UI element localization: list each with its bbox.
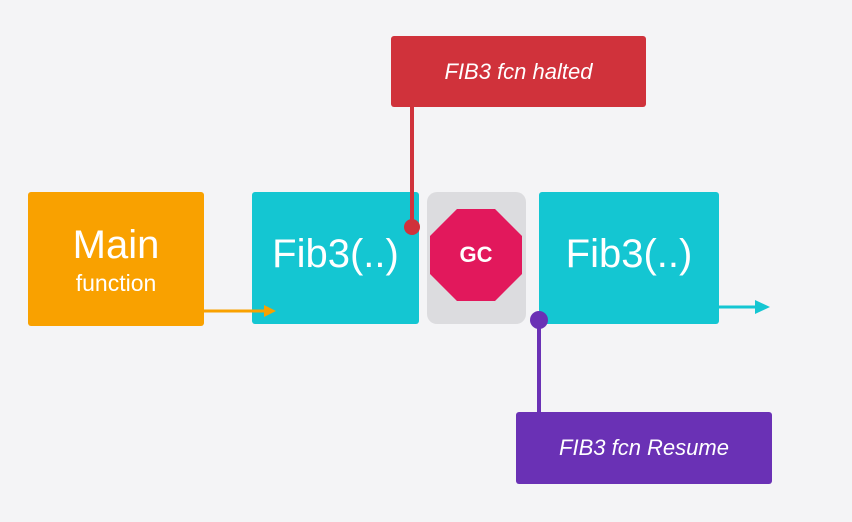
resume-callout: FIB3 fcn Resume: [516, 412, 772, 484]
fib3-call-label-first: Fib3(..): [272, 231, 399, 276]
main-function-box: Main function: [28, 192, 204, 326]
resume-leader-line: [530, 311, 548, 412]
resume-callout-text: FIB3 fcn Resume: [559, 435, 729, 460]
fib3-call-label-second: Fib3(..): [565, 231, 693, 276]
fib3-output-arrow: [719, 300, 770, 314]
gc-stop-sign-icon: GC: [430, 209, 522, 301]
fib3-call-box-first: Fib3(..): [252, 192, 419, 324]
fib3-call-box-second: Fib3(..): [539, 192, 719, 324]
gc-label: GC: [459, 242, 493, 267]
halted-callout-text: FIB3 fcn halted: [444, 58, 593, 84]
halted-callout: FIB3 fcn halted: [391, 36, 646, 107]
main-function-title: Main: [72, 223, 160, 267]
main-function-subtitle: function: [75, 270, 157, 296]
